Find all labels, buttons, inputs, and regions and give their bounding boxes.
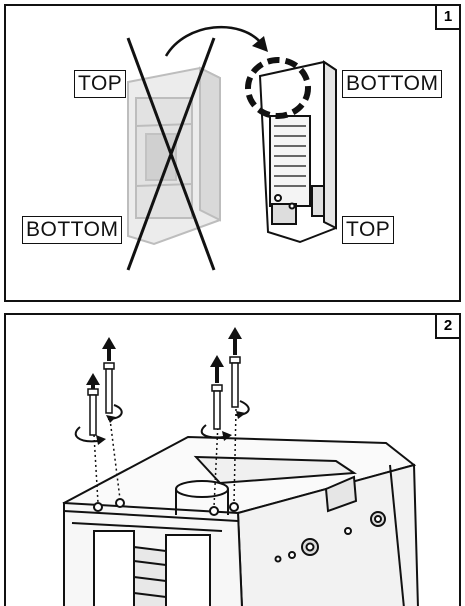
orientation-illustration [126, 25, 337, 271]
step-2-panel: 2 [4, 313, 461, 606]
label-top-right: TOP [342, 216, 395, 244]
screw-1 [87, 388, 99, 436]
screw-3 [211, 384, 223, 430]
unscrew-rotation-icons [74, 400, 250, 443]
screw-guide-lines [93, 408, 237, 508]
cross-out-mark [126, 37, 216, 271]
rotate-arrow [164, 25, 263, 57]
screw-removal-illustration [62, 327, 419, 606]
label-bottom-left: BOTTOM [22, 216, 123, 244]
label-top-left: TOP [74, 70, 127, 98]
screw-2 [103, 362, 115, 414]
highlight-circle [245, 57, 311, 119]
step-1-panel: 1 [4, 4, 461, 302]
device-housing [62, 435, 419, 606]
label-bottom-right: BOTTOM [342, 70, 443, 98]
lift-arrow-icons [86, 327, 242, 389]
step-number-1: 1 [435, 6, 459, 30]
correct-orientation-device [258, 60, 337, 244]
screw-4 [229, 356, 241, 408]
screw-icons [87, 356, 241, 436]
wrong-orientation-device [127, 66, 221, 246]
step-number-2: 2 [435, 315, 459, 339]
